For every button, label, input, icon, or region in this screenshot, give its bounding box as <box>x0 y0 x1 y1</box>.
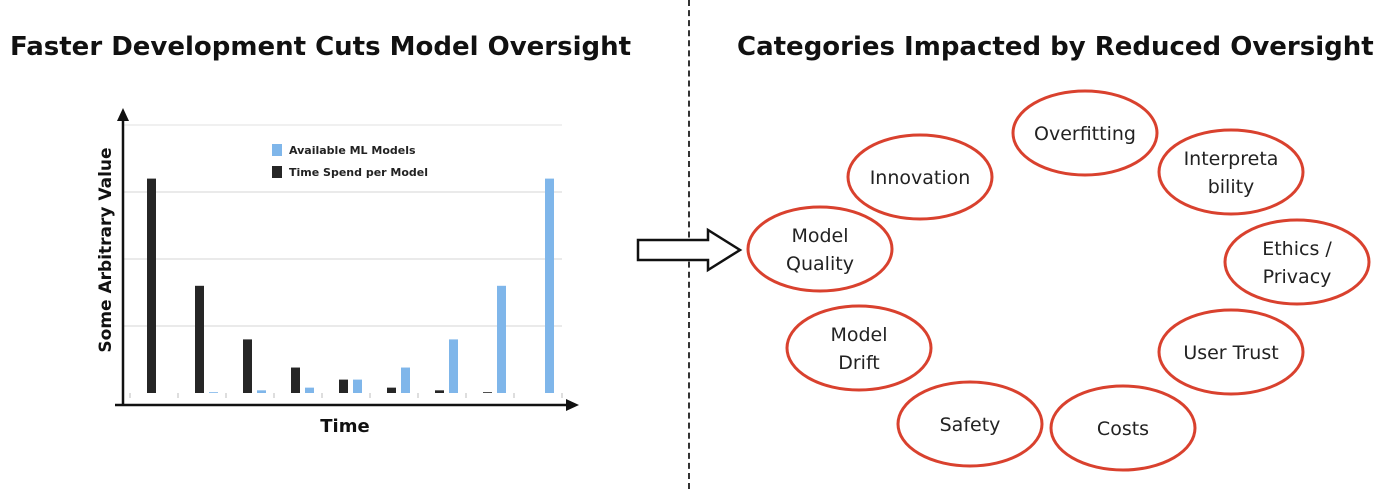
category-ellipse <box>1223 218 1371 306</box>
legend-label: Available ML Models <box>289 144 416 157</box>
category-label: Model <box>830 324 887 346</box>
left-panel-title: Faster Development Cuts Model Oversight <box>10 32 632 62</box>
right-arrow-icon <box>636 227 743 273</box>
bar <box>483 392 492 393</box>
category-label: User Trust <box>1183 342 1278 364</box>
category-ellipse <box>1049 384 1197 472</box>
category-ellipse <box>785 304 933 392</box>
category-bubble: Safety <box>896 380 1044 468</box>
y-axis-label: Some Arbitrary Value <box>96 147 116 352</box>
right-panel-title: Categories Impacted by Reduced Oversight <box>737 32 1374 62</box>
category-ellipse <box>1157 128 1305 216</box>
category-bubble: User Trust <box>1157 308 1305 396</box>
category-label: Drift <box>838 352 880 374</box>
category-ellipse <box>846 133 994 221</box>
category-bubble: Interpreta bility <box>1157 128 1305 216</box>
bar <box>257 390 266 393</box>
bar <box>291 367 300 393</box>
category-label: Overfitting <box>1034 123 1136 145</box>
category-label: Ethics / <box>1262 238 1332 260</box>
category-ellipse <box>896 380 1044 468</box>
legend-swatch <box>272 144 282 156</box>
category-label: Privacy <box>1263 266 1332 288</box>
y-axis-arrow-icon <box>117 108 129 121</box>
bar <box>243 339 252 393</box>
bar <box>435 390 444 393</box>
bar <box>195 285 204 393</box>
category-bubble: Innovation <box>846 133 994 221</box>
category-bubble: Overfitting <box>1011 89 1159 177</box>
bar <box>305 387 314 393</box>
category-label: bility <box>1208 176 1255 198</box>
category-label: Innovation <box>870 167 971 189</box>
category-ellipse <box>1011 89 1159 177</box>
x-axis-arrow-icon <box>566 399 579 411</box>
category-label: Safety <box>940 414 1001 436</box>
bar <box>147 178 156 393</box>
bar <box>497 285 506 393</box>
category-label: Interpreta <box>1184 148 1279 170</box>
category-label: Costs <box>1097 418 1149 440</box>
category-bubble: Costs <box>1049 384 1197 472</box>
legend-label: Time Spend per Model <box>289 166 428 179</box>
bar <box>545 178 554 393</box>
legend-swatch <box>272 166 282 178</box>
category-label: Model <box>791 225 848 247</box>
bar <box>449 339 458 393</box>
category-bubble: Ethics / Privacy <box>1223 218 1371 306</box>
bar <box>401 367 410 393</box>
bar <box>387 387 396 393</box>
category-ellipse <box>1157 308 1305 396</box>
bar <box>209 392 218 393</box>
bar <box>353 379 362 393</box>
x-axis-label: Time <box>320 416 369 437</box>
bar <box>339 379 348 393</box>
category-ellipse <box>746 205 894 293</box>
category-label: Quality <box>786 253 854 275</box>
